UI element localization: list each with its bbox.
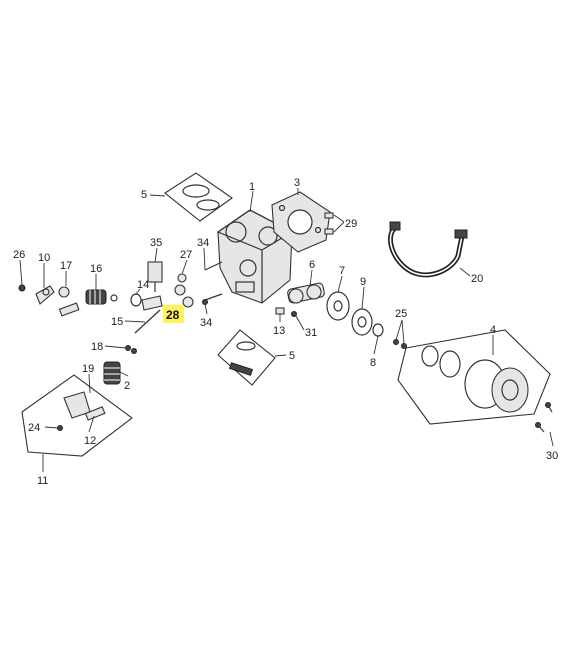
part-20-pipe [388, 221, 468, 278]
callout-7: 7 [339, 265, 345, 277]
leader-lines [19, 188, 554, 472]
part-11-side-cover [21, 374, 133, 457]
callout-9: 9 [360, 276, 366, 288]
callout-27: 27 [180, 249, 192, 261]
callout-24: 24 [28, 422, 40, 434]
part-26-screw [18, 284, 26, 292]
callout-20: 20 [471, 273, 483, 285]
callout-10: 10 [38, 252, 50, 264]
part-34-stud-upper [204, 261, 223, 271]
part-14-washer [130, 293, 163, 311]
callout-2: 2 [124, 380, 130, 392]
part-17-nut [58, 286, 70, 298]
callout-3: 3 [294, 177, 300, 189]
part-29-dowel-pins [324, 212, 334, 235]
callout-31: 31 [305, 327, 317, 339]
part-8-washer [372, 323, 384, 337]
callout-15: 15 [111, 316, 123, 328]
part-4-cover-assembly [397, 329, 551, 425]
callout-34-lower: 34 [200, 317, 212, 329]
highlight-box [163, 305, 184, 323]
part-13-plate [275, 307, 285, 315]
part-34-stud-lower [202, 293, 223, 305]
part-6-camshaft [287, 282, 325, 304]
part-7-sprocket [326, 291, 350, 321]
callout-8: 8 [370, 357, 376, 369]
callout-28-highlighted: 28 [166, 308, 180, 322]
callout-30: 30 [546, 450, 558, 462]
part-18-cotter [125, 345, 137, 354]
part-1-cylinder-head [216, 209, 294, 304]
callout-12: 12 [84, 435, 96, 447]
part-2-spring [103, 361, 121, 385]
callout-5-lower: 5 [289, 350, 295, 362]
part-35-valve [147, 261, 163, 292]
callout-11: 11 [37, 475, 48, 487]
callout-4: 4 [490, 324, 496, 336]
part-30-bolts [535, 402, 553, 433]
part-25-bolts [393, 339, 407, 349]
callout-35: 35 [150, 237, 162, 249]
part-9-gear [351, 308, 373, 336]
callout-34-upper: 34 [197, 237, 209, 249]
callout-29: 29 [345, 218, 357, 230]
part-16-spring [85, 289, 118, 305]
part-31-bolt [291, 311, 297, 317]
callout-18: 18 [91, 341, 103, 353]
callout-17: 17 [60, 260, 72, 272]
callout-19: 19 [82, 363, 94, 375]
callout-labels: 5 1 3 29 26 10 17 16 35 27 34 14 28 34 6… [13, 177, 558, 487]
part-5-gasket-kit-lower [217, 329, 276, 386]
part-10-rocker-arm [35, 285, 55, 305]
callout-6: 6 [309, 259, 315, 271]
callout-13: 13 [273, 325, 285, 337]
part-5-gasket-set-top [164, 172, 233, 222]
part-28-nut [182, 296, 194, 308]
callout-5-top: 5 [141, 189, 147, 201]
part-15-valve-stem [134, 309, 161, 334]
callout-14: 14 [137, 279, 149, 291]
part-pin [58, 302, 80, 317]
callout-25: 25 [395, 308, 407, 320]
callout-26: 26 [13, 249, 25, 261]
part-27-bolt [174, 273, 187, 296]
part-3-head-gasket [271, 191, 331, 253]
callout-16: 16 [90, 263, 102, 275]
callout-1: 1 [249, 181, 255, 193]
